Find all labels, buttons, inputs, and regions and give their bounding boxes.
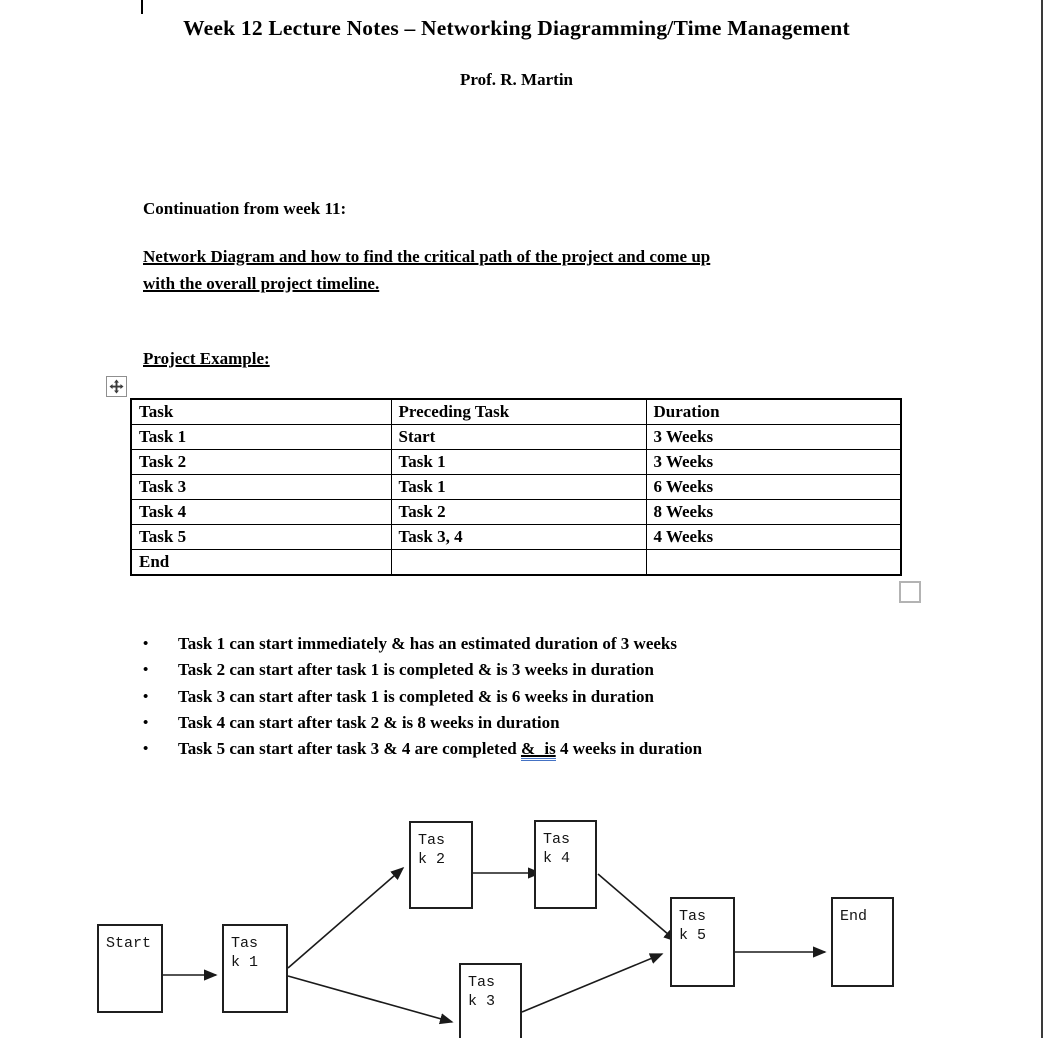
list-item: • Task 1 can start immediately & has an … (143, 631, 702, 657)
table-move-handle[interactable] (106, 376, 127, 397)
cell: Task 1 (390, 449, 647, 475)
bullet5-suffix: 4 weeks in duration (559, 739, 703, 759)
bullet-dot: • (143, 636, 149, 652)
text-cursor (141, 0, 143, 14)
cell: Task 5 (130, 524, 392, 550)
bullet5-prefix: Task 5 can start after task 3 & 4 are co… (178, 739, 517, 759)
cell (390, 549, 647, 576)
svg-text:Tas: Tas (468, 974, 495, 991)
cell: 3 Weeks (645, 449, 902, 475)
list-item: • Task 4 can start after task 2 & is 8 w… (143, 710, 702, 736)
table-resize-handle[interactable] (899, 581, 921, 603)
edge-task1-task2 (287, 866, 405, 969)
bullet-text-composite: Task 5 can start after task 3 & 4 are co… (178, 736, 702, 762)
topic-heading-line1: Network Diagram and how to find the crit… (143, 247, 711, 266)
table-row: Task 2 Task 1 3 Weeks (130, 449, 902, 475)
edge-task4-task5 (597, 873, 678, 943)
svg-text:Tas: Tas (418, 832, 445, 849)
cell: Task 1 (390, 474, 647, 500)
cell: 6 Weeks (645, 474, 902, 500)
cell (645, 549, 902, 576)
node-task4[interactable]: Tas k 4 (534, 820, 597, 909)
bullet5-grammar-marked: & is (520, 739, 556, 762)
bullet-dot: • (143, 714, 149, 731)
cell: Task 4 (130, 499, 392, 525)
table-row: End (130, 549, 902, 576)
cell: End (130, 549, 392, 576)
bullet-text: Task 2 can start after task 1 is complet… (178, 660, 655, 680)
bullet-list: • Task 1 can start immediately & has an … (143, 631, 702, 762)
svg-text:k 1: k 1 (231, 954, 258, 971)
node-start[interactable]: Start (97, 924, 163, 1013)
node-task5[interactable]: Tas k 5 (670, 897, 735, 987)
svg-text:Tas: Tas (231, 935, 258, 952)
table-row: Task 4 Task 2 8 Weeks (130, 499, 902, 525)
list-item: • Task 5 can start after task 3 & 4 are … (143, 736, 702, 762)
cell: 8 Weeks (645, 499, 902, 525)
node-task3[interactable]: Tas k 3 (459, 963, 522, 1038)
bullet-dot: • (143, 662, 149, 679)
table-row: Task 3 Task 1 6 Weeks (130, 474, 902, 500)
svg-text:k 2: k 2 (418, 851, 445, 868)
col-header-task: Task (130, 398, 392, 425)
svg-text:Start: Start (106, 935, 151, 952)
network-diagram: Start Tas k 1 Tas k 2 Tas k 4 Tas k 3 (0, 810, 1045, 1038)
table-row: Task 5 Task 3, 4 4 Weeks (130, 524, 902, 550)
svg-text:Tas: Tas (679, 908, 706, 925)
list-item: • Task 3 can start after task 1 is compl… (143, 684, 702, 710)
page-right-edge (1041, 0, 1043, 1038)
node-end[interactable]: End (831, 897, 894, 987)
edge-task1-task3 (287, 975, 454, 1025)
cell: Task 3 (130, 474, 392, 500)
author-line: Prof. R. Martin (460, 70, 573, 89)
svg-text:k 3: k 3 (468, 993, 495, 1010)
cell: 4 Weeks (645, 524, 902, 550)
topic-heading-line2: with the overall project timeline. (143, 274, 380, 293)
cell: Task 3, 4 (390, 524, 647, 550)
move-icon (109, 379, 124, 394)
table-row: Task 1 Start 3 Weeks (130, 424, 902, 450)
table-header-row: Task Preceding Task Duration (130, 398, 902, 425)
bullet-text: Task 1 can start immediately & has an es… (178, 634, 677, 653)
page-title: Week 12 Lecture Notes – Networking Diagr… (183, 16, 850, 40)
cell: Task 1 (130, 424, 392, 450)
bullet-dot: • (143, 688, 149, 705)
svg-text:k 4: k 4 (543, 850, 570, 867)
edge-task3-task5 (521, 953, 664, 1013)
node-task2[interactable]: Tas k 2 (409, 821, 473, 909)
col-header-preceding: Preceding Task (390, 398, 647, 425)
svg-text:End: End (840, 908, 867, 925)
cell: Task 2 (130, 449, 392, 475)
bullet-text: Task 4 can start after task 2 & is 8 wee… (178, 712, 560, 732)
svg-text:k 5: k 5 (679, 927, 706, 944)
list-item: • Task 2 can start after task 1 is compl… (143, 657, 702, 683)
node-task1[interactable]: Tas k 1 (222, 924, 288, 1013)
svg-text:Tas: Tas (543, 831, 570, 848)
cell: Task 2 (390, 499, 647, 525)
cell: Start (390, 424, 647, 450)
continuation-heading: Continuation from week 11: (143, 199, 347, 218)
cell: 3 Weeks (645, 424, 902, 450)
project-table: Task Preceding Task Duration Task 1 Star… (130, 398, 902, 576)
project-example-heading: Project Example: (143, 349, 270, 368)
bullet-text: Task 3 can start after task 1 is complet… (178, 686, 655, 706)
col-header-duration: Duration (645, 398, 902, 425)
bullet-dot: • (143, 741, 149, 758)
